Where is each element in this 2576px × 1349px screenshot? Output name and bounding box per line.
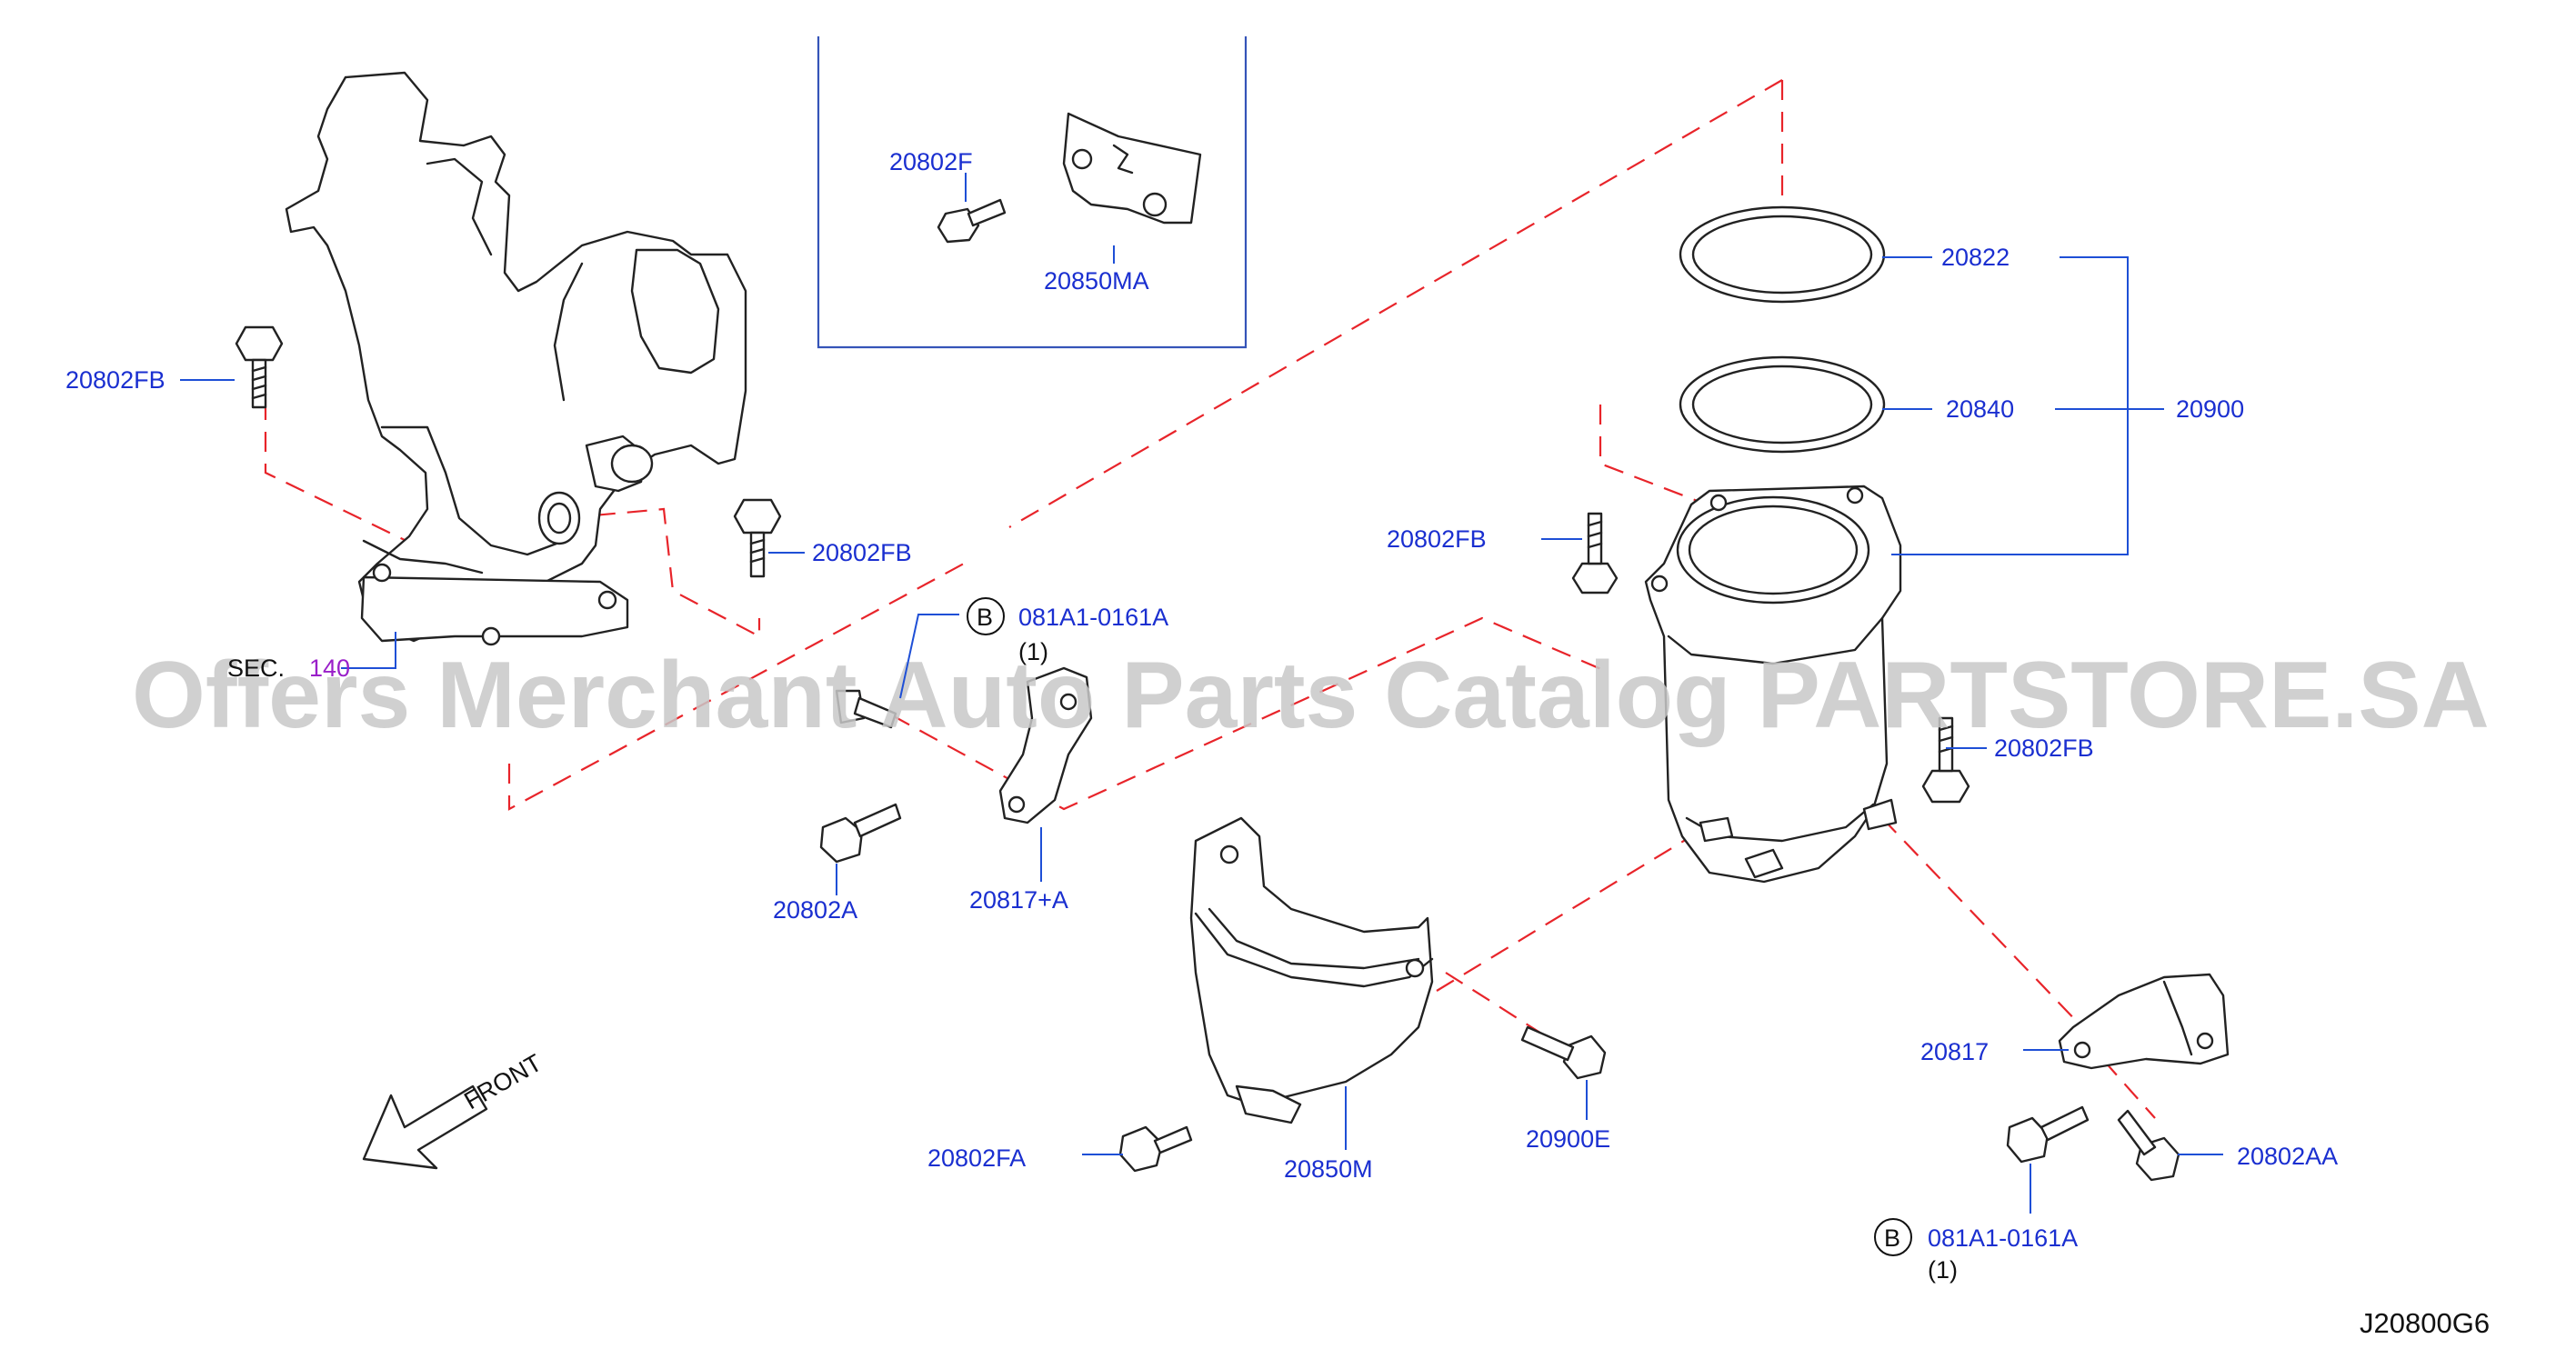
b-badge-letter: B (1884, 1224, 1900, 1252)
label-20840[interactable]: 20840 (1946, 395, 2014, 423)
sec-number-link[interactable]: 140 (309, 655, 350, 682)
bolt-20900e (1520, 1025, 1607, 1080)
qty-081a1-bottom: (1) (1928, 1256, 1958, 1284)
label-20802aa[interactable]: 20802AA (2237, 1143, 2338, 1170)
bolt-20802a (819, 803, 902, 864)
callout-081a1-bottom[interactable]: B 081A1-0161A (1) (1874, 1218, 2078, 1284)
b-badge-letter: B (977, 604, 993, 631)
label-20822[interactable]: 20822 (1941, 244, 2010, 271)
sec-prefix: SEC. (227, 655, 285, 682)
qty-081a1-top: (1) (1018, 638, 1048, 665)
gasket-20822 (1679, 205, 1886, 304)
bolt-20802fb-right-lower (1921, 716, 1970, 804)
bracket-20817 (2058, 973, 2230, 1070)
label-20850m[interactable]: 20850M (1284, 1155, 1373, 1183)
catalytic-converter (1644, 485, 1902, 884)
bolt-081a1-bottom (2006, 1105, 2090, 1164)
heat-insulator-small (1062, 112, 1202, 225)
callout-081a1-top[interactable]: B 081A1-0161A (1) (967, 597, 1168, 665)
bolt-20802f (937, 198, 1007, 244)
bolt-20802aa (2117, 1109, 2180, 1182)
label-20802fa[interactable]: 20802FA (927, 1144, 1026, 1172)
label-20802f[interactable]: 20802F (889, 148, 973, 175)
bracket-20817a (998, 666, 1093, 824)
label-20802fb-left[interactable]: 20802FB (65, 366, 165, 394)
label-20900e[interactable]: 20900E (1526, 1125, 1610, 1153)
label-20817[interactable]: 20817 (1920, 1038, 1989, 1065)
label-20802fb-mid[interactable]: 20802FB (812, 539, 912, 566)
label-20900[interactable]: 20900 (2176, 395, 2244, 423)
label-20802fb-right-lower[interactable]: 20802FB (1994, 734, 2094, 762)
watermark-text: Offers Merchant Auto Parts Catalog PARTS… (132, 643, 2490, 748)
heat-insulator-20850m (1189, 816, 1434, 1124)
label-20817a[interactable]: 20817+A (969, 886, 1068, 914)
label-leader-lines (180, 173, 2223, 1214)
label-081a1-top[interactable]: 081A1-0161A (1018, 604, 1168, 631)
bolt-20802fb-left (235, 325, 284, 409)
b-badge-icon (967, 597, 1005, 635)
front-label: FRONT (459, 1049, 546, 1114)
b-badge-icon (1874, 1218, 1912, 1256)
bolt-20802fb-mid (733, 498, 782, 578)
gasket-20840 (1679, 355, 1886, 454)
bolt-20802fa (1118, 1125, 1193, 1173)
label-20802fb-right-upper[interactable]: 20802FB (1387, 525, 1487, 553)
label-20802a[interactable]: 20802A (773, 896, 857, 924)
diagram-code: J20800G6 (2360, 1307, 2490, 1339)
label-081a1-bottom[interactable]: 081A1-0161A (1928, 1224, 2078, 1252)
bolt-20802fb-right-upper (1571, 512, 1619, 595)
label-20850ma[interactable]: 20850MA (1044, 267, 1149, 295)
sec-reference: SEC. 140 (227, 655, 350, 682)
front-arrow-icon (362, 1084, 488, 1170)
inset-detail-box (817, 36, 1248, 349)
exhaust-manifold (285, 71, 747, 646)
bolt-081a1-top (835, 689, 897, 729)
